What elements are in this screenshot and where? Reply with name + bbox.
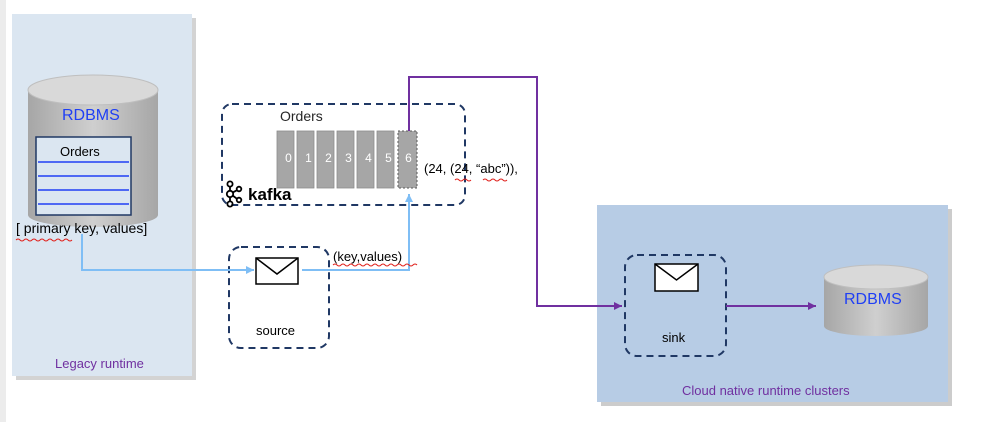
partition-2-label: 2 (325, 151, 332, 165)
flow-kafka-to-sink (408, 76, 622, 310)
sink-label: sink (662, 330, 686, 345)
kafka-logo-icon (225, 180, 243, 208)
spellcheck-underline (15, 238, 73, 242)
sink-envelope-icon (654, 263, 699, 292)
flow-legacy-to-source (81, 234, 254, 274)
partition-6 (397, 130, 418, 189)
orders-table-title: Orders (60, 144, 100, 159)
spellcheck-underline (454, 178, 472, 182)
source-envelope-icon (255, 257, 299, 285)
cloud-rdbms-label: RDBMS (844, 291, 902, 308)
cloud-runtime-label: Cloud native runtime clusters (682, 383, 850, 398)
kafka-message-label: (24, (24, “abc”)), (424, 161, 518, 176)
spellcheck-underline (332, 263, 418, 267)
partition-3-label: 3 (345, 151, 352, 165)
source-label: source (256, 323, 296, 338)
partition-5 (376, 130, 395, 189)
legacy-runtime-label: Legacy runtime (55, 356, 144, 371)
kafka-logo-text: kafka (248, 185, 292, 204)
partition-3 (336, 130, 355, 189)
orders-table (35, 136, 132, 216)
kafka-topic-label: Orders (280, 108, 323, 124)
partition-6-label: 6 (405, 151, 412, 165)
flow-source-to-kafka (302, 194, 413, 271)
record-format-label: [ primary key, values] (16, 220, 148, 236)
partition-0-label: 0 (285, 151, 292, 165)
partition-1 (296, 130, 315, 189)
spellcheck-underline (482, 178, 508, 182)
page-edge (0, 0, 6, 422)
partition-5-label: 5 (385, 151, 392, 165)
partition-1-label: 1 (305, 151, 312, 165)
source-payload-label: (key,values) (333, 249, 403, 264)
cloud-rdbms-cylinder (823, 264, 929, 336)
partition-4 (356, 130, 375, 189)
legacy-rdbms-label: RDBMS (62, 107, 120, 124)
partition-0 (276, 130, 295, 189)
partition-2 (316, 130, 335, 189)
source-box (228, 246, 330, 349)
kafka-cluster-box (221, 103, 466, 206)
partition-4-label: 4 (365, 151, 372, 165)
kafka-partitions (276, 130, 418, 189)
